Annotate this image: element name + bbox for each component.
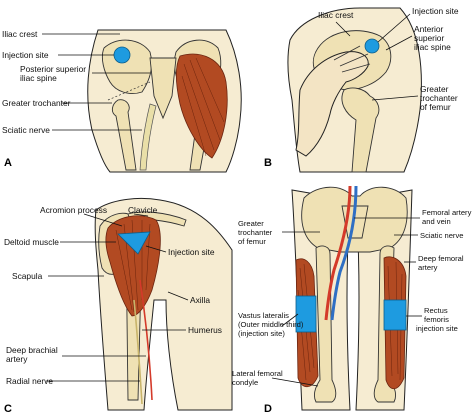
panel-d-vastus-injection-site bbox=[295, 295, 317, 333]
label-rectus-line1: Rectus bbox=[424, 306, 448, 315]
label-axilla: Axilla bbox=[190, 295, 210, 305]
label-deltoid-muscle: Deltoid muscle bbox=[4, 237, 59, 247]
panel-c-deep-brachial-artery bbox=[139, 279, 153, 401]
panel-b-injection-site bbox=[364, 38, 380, 54]
label-iliac-crest-b: Iliac crest bbox=[318, 10, 354, 20]
label-psis-line1: Posterior superior bbox=[20, 64, 86, 74]
label-deep-brachial-line1: Deep brachial bbox=[6, 345, 58, 355]
panel-a-femur-left bbox=[111, 99, 137, 171]
panel-c: Acromion process Clavicle Deltoid muscle… bbox=[4, 197, 233, 415]
label-asis-line3: iliac spine bbox=[414, 42, 451, 52]
label-vastus-line2: (Outer middle third) bbox=[238, 320, 304, 329]
label-sciatic-nerve-d: Sciatic nerve bbox=[420, 231, 463, 240]
label-scapula: Scapula bbox=[12, 271, 43, 281]
label-acromion-process: Acromion process bbox=[40, 205, 107, 215]
label-injection-site-a: Injection site bbox=[2, 50, 49, 60]
label-rectus-line3: injection site bbox=[416, 324, 458, 333]
label-radial-nerve: Radial nerve bbox=[6, 376, 53, 386]
label-gt-b-line3: of femur bbox=[420, 102, 451, 112]
panel-letter-d: D bbox=[264, 403, 272, 415]
panel-c-radial-nerve bbox=[133, 299, 143, 405]
label-iliac-crest-a: Iliac crest bbox=[2, 29, 38, 39]
panel-d-femoral-artery bbox=[324, 185, 352, 321]
label-femoral-line2: and vein bbox=[422, 217, 451, 226]
label-deep-femoral-line1: Deep femoral bbox=[418, 254, 464, 263]
label-vastus-line1: Vastus lateralis bbox=[238, 311, 289, 320]
label-injection-site-c: Injection site bbox=[168, 247, 215, 257]
panel-b-femur bbox=[341, 87, 380, 173]
panel-b: Iliac crest Injection site Anterior supe… bbox=[264, 6, 459, 173]
panel-a-gluteus-muscle bbox=[175, 53, 228, 159]
label-femoral-line1: Femoral artery bbox=[422, 208, 472, 217]
panel-letter-a: A bbox=[4, 157, 12, 169]
label-sciatic-nerve-a: Sciatic nerve bbox=[2, 125, 50, 135]
label-lateral-condyle-line2: condyle bbox=[232, 378, 258, 387]
label-gt-d-line2: trochanter bbox=[238, 228, 273, 237]
label-psis-line2: iliac spine bbox=[20, 73, 57, 83]
panel-a-sciatic-nerve bbox=[139, 103, 157, 171]
panel-letter-b: B bbox=[264, 157, 272, 169]
panel-a: Iliac crest Injection site Posterior sup… bbox=[2, 29, 242, 173]
label-gt-b-line2: trochanter bbox=[420, 93, 458, 103]
panel-d: Greater trochanter of femur Femoral arte… bbox=[232, 185, 472, 415]
label-gt-d-line1: Greater bbox=[238, 219, 264, 228]
label-deep-brachial-line2: artery bbox=[6, 354, 28, 364]
label-injection-site-b: Injection site bbox=[412, 6, 459, 16]
panel-letter-c: C bbox=[4, 403, 12, 415]
label-deep-femoral-line2: artery bbox=[418, 263, 438, 272]
label-vastus-line3: (injection site) bbox=[238, 329, 285, 338]
panel-a-sacrum bbox=[149, 57, 177, 120]
panel-d-femoral-vein bbox=[330, 185, 358, 321]
label-gt-d-line3: of femur bbox=[238, 237, 266, 246]
panel-a-injection-site bbox=[113, 46, 131, 64]
label-gt-b-line1: Greater bbox=[420, 84, 449, 94]
panel-c-injection-site bbox=[117, 231, 151, 255]
label-rectus-line2: femoris bbox=[424, 315, 449, 324]
panel-d-rectus-injection-site bbox=[383, 299, 407, 331]
label-asis-line2: superior bbox=[414, 33, 444, 43]
label-lateral-condyle-line1: Lateral femoral bbox=[232, 369, 283, 378]
panel-b-hand bbox=[295, 51, 369, 157]
label-greater-trochanter-a: Greater trochanter bbox=[2, 98, 71, 108]
label-clavicle: Clavicle bbox=[128, 205, 158, 215]
label-humerus: Humerus bbox=[188, 325, 222, 335]
label-asis-line1: Anterior bbox=[414, 24, 444, 34]
